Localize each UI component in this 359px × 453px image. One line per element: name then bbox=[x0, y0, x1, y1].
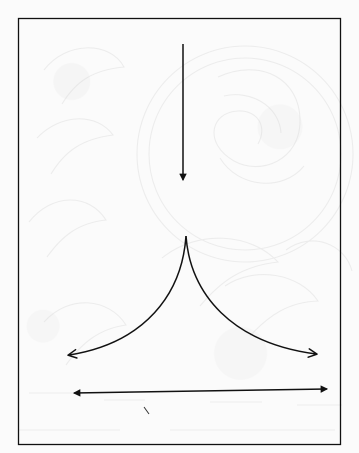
small-tick-mark bbox=[143, 406, 150, 415]
double-headed-arrow bbox=[72, 385, 329, 397]
watermark-seal bbox=[18, 45, 354, 431]
diagram-border bbox=[17, 17, 342, 446]
left-curved-arrow bbox=[67, 235, 187, 359]
right-curved-arrow bbox=[185, 235, 318, 358]
